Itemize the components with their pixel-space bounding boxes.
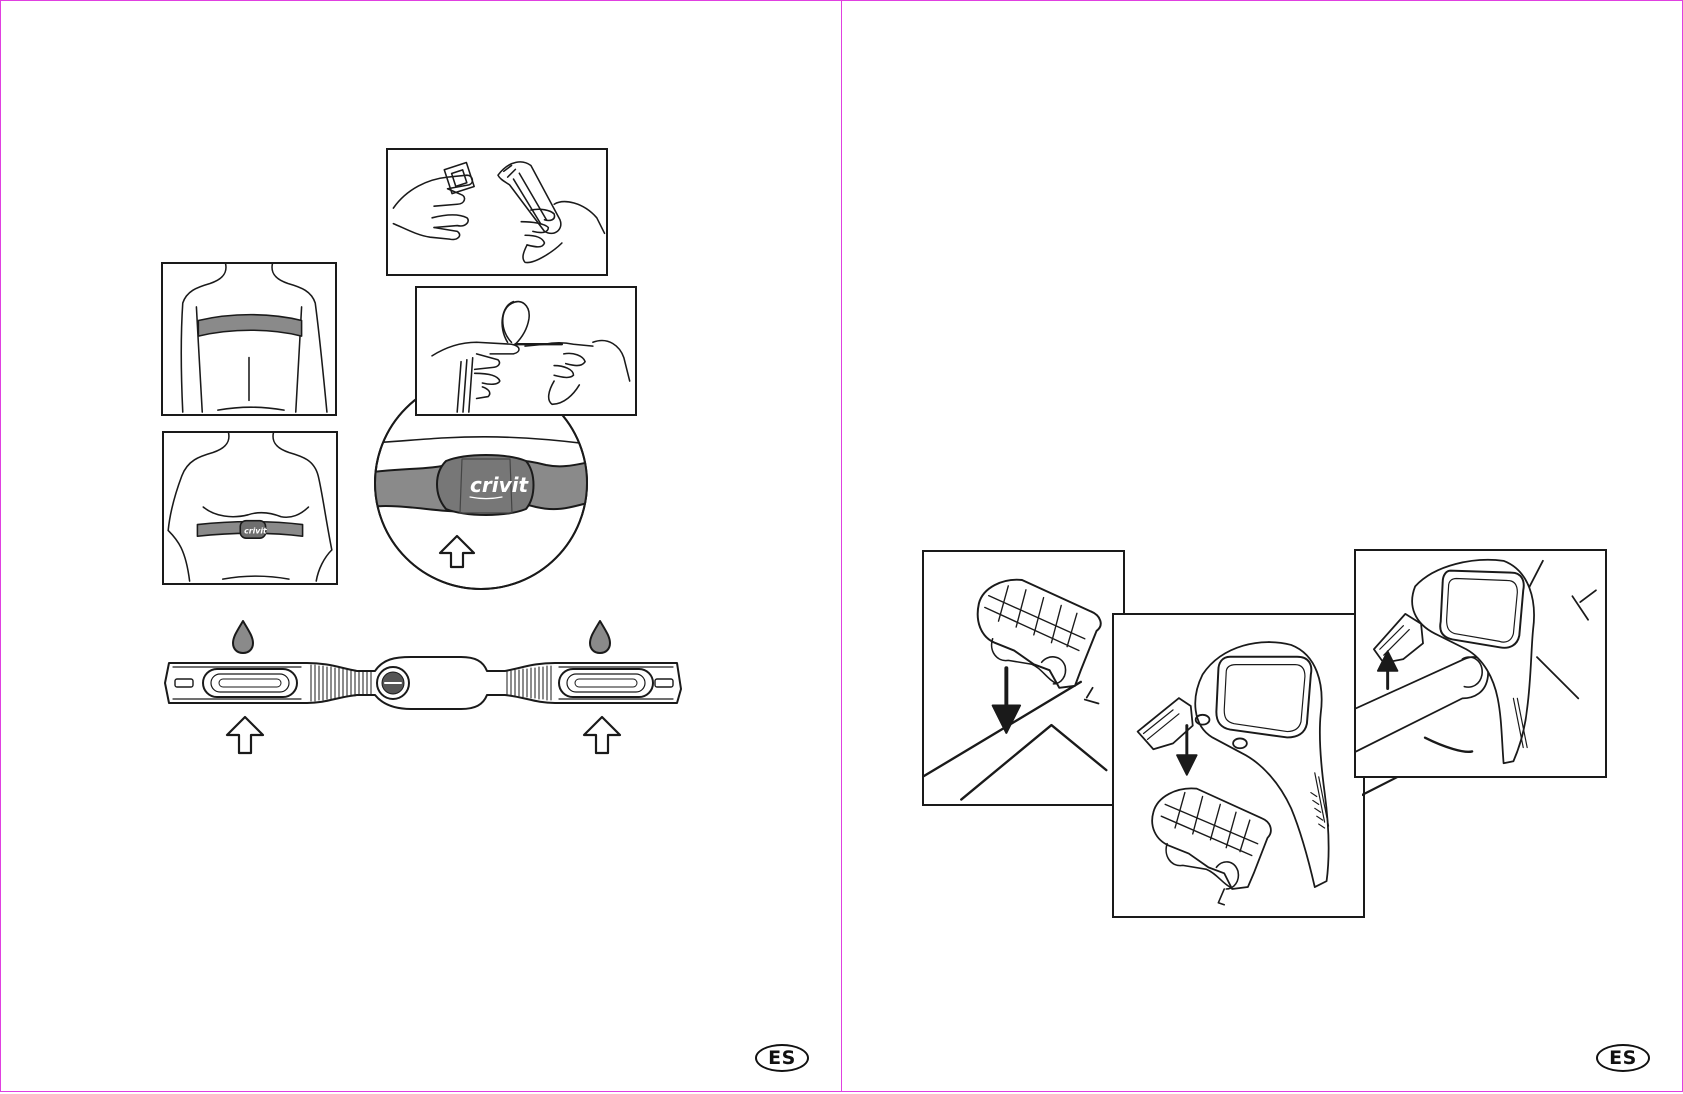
illustration-watch-on-bike — [1354, 549, 1607, 778]
illustration-transmitter-electrodes — [161, 617, 687, 757]
left-page: crivit crivit — [0, 0, 842, 1092]
water-drop-icon — [233, 621, 253, 653]
water-drop-icon — [590, 621, 610, 653]
illustration-back-strap — [161, 262, 337, 416]
arrow-up-outline-icon — [584, 717, 620, 753]
right-page: ES — [841, 0, 1683, 1092]
strap-ribs — [311, 665, 551, 701]
illustration-adjust-strap — [415, 286, 637, 416]
brand-logo: crivit — [470, 473, 529, 497]
brand-logo-small: crivit — [244, 526, 267, 535]
language-badge: ES — [755, 1044, 809, 1072]
illustration-mount-bracket — [922, 550, 1125, 806]
arrow-up-outline-icon — [227, 717, 263, 753]
language-badge: ES — [1596, 1044, 1650, 1072]
illustration-attach-watch — [1112, 613, 1365, 918]
illustration-detach-sensor — [386, 148, 608, 276]
arrow-down-icon — [993, 705, 1020, 732]
illustration-chest-strap: crivit — [162, 431, 338, 585]
arrow-down-icon — [1177, 755, 1197, 775]
